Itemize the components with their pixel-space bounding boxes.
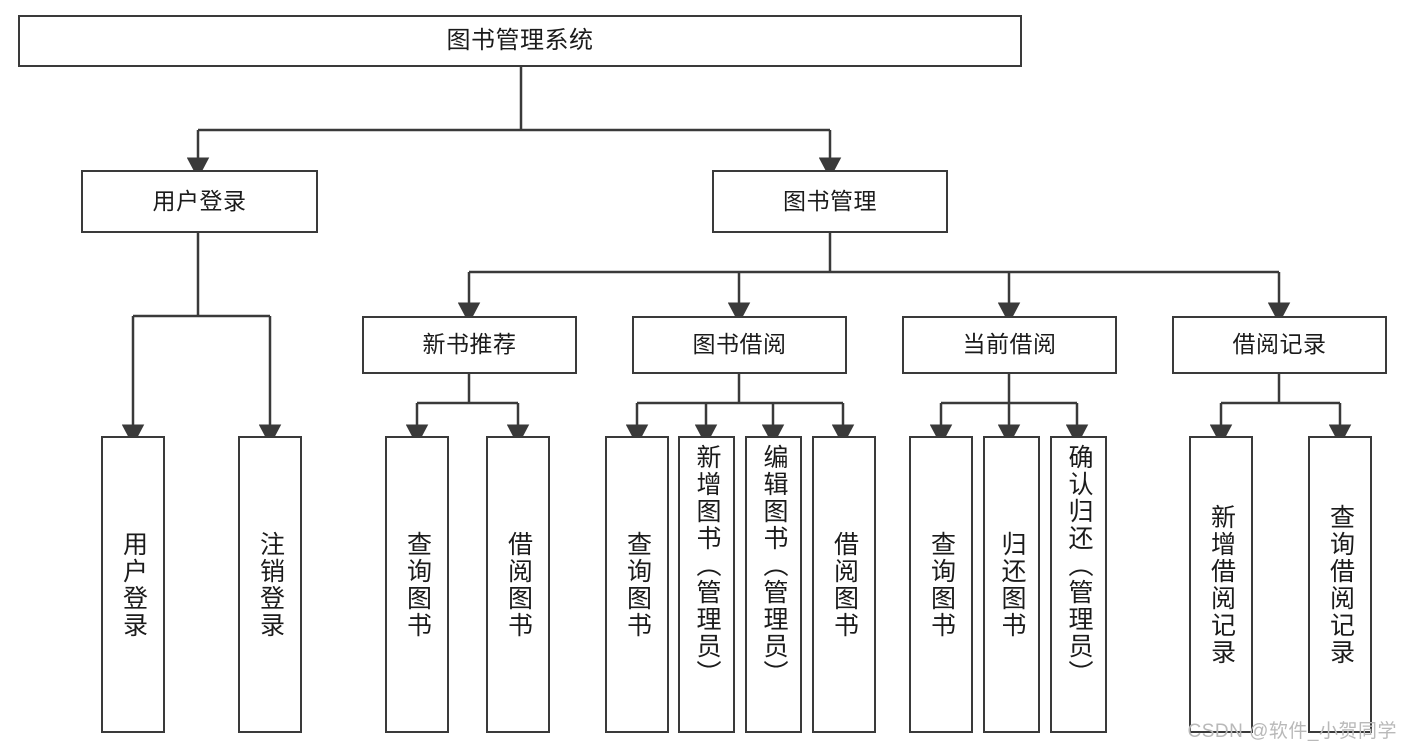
csdn-watermark: CSDN @软件_小贺同学 bbox=[1187, 721, 1397, 742]
node-book-borrow-label: 图书借阅 bbox=[692, 331, 787, 358]
node-user-login[interactable]: 用户登录 bbox=[81, 170, 318, 233]
leaf-add-borrow-record-label: 新增借阅记录 bbox=[1207, 503, 1236, 666]
leaf-edit-book-admin-label: 编辑图书（管理员） bbox=[760, 444, 788, 687]
node-current-borrow-label: 当前借阅 bbox=[962, 331, 1057, 358]
leaf-borrow-book-borrow[interactable]: 借阅图书 bbox=[812, 436, 876, 733]
leaf-query-book-borrow[interactable]: 查询图书 bbox=[605, 436, 669, 733]
leaf-query-book-borrow-label: 查询图书 bbox=[623, 530, 652, 639]
leaf-confirm-return-admin[interactable]: 确认归还（管理员） bbox=[1050, 436, 1107, 733]
leaf-add-borrow-record[interactable]: 新增借阅记录 bbox=[1189, 436, 1253, 733]
node-borrow-records-label: 借阅记录 bbox=[1232, 331, 1327, 358]
leaf-add-book-admin-label: 新增图书（管理员） bbox=[693, 444, 721, 687]
node-book-management[interactable]: 图书管理 bbox=[712, 170, 948, 233]
leaf-query-book-newbook[interactable]: 查询图书 bbox=[385, 436, 449, 733]
node-new-book-recommend[interactable]: 新书推荐 bbox=[362, 316, 577, 374]
leaf-query-book-current[interactable]: 查询图书 bbox=[909, 436, 973, 733]
node-new-book-recommend-label: 新书推荐 bbox=[422, 331, 517, 358]
node-borrow-records[interactable]: 借阅记录 bbox=[1172, 316, 1387, 374]
leaf-query-book-newbook-label: 查询图书 bbox=[403, 530, 432, 639]
leaf-edit-book-admin[interactable]: 编辑图书（管理员） bbox=[745, 436, 802, 733]
leaf-query-borrow-record-label: 查询借阅记录 bbox=[1326, 503, 1355, 666]
leaf-logout-label: 注销登录 bbox=[256, 530, 285, 639]
leaf-return-book-label: 归还图书 bbox=[998, 530, 1026, 639]
leaf-logout[interactable]: 注销登录 bbox=[238, 436, 302, 733]
leaf-query-borrow-record[interactable]: 查询借阅记录 bbox=[1308, 436, 1372, 733]
leaf-query-book-current-label: 查询图书 bbox=[927, 530, 956, 639]
node-book-management-label: 图书管理 bbox=[783, 187, 877, 214]
leaf-user-login-label: 用户登录 bbox=[119, 530, 148, 639]
leaf-borrow-book-newbook-label: 借阅图书 bbox=[504, 530, 533, 639]
leaf-borrow-book-newbook[interactable]: 借阅图书 bbox=[486, 436, 550, 733]
node-user-login-label: 用户登录 bbox=[152, 187, 247, 214]
leaf-return-book[interactable]: 归还图书 bbox=[983, 436, 1040, 733]
leaf-borrow-book-borrow-label: 借阅图书 bbox=[830, 530, 859, 639]
node-current-borrow[interactable]: 当前借阅 bbox=[902, 316, 1117, 374]
node-root-label: 图书管理系统 bbox=[446, 26, 594, 54]
node-book-borrow[interactable]: 图书借阅 bbox=[632, 316, 847, 374]
leaf-confirm-return-admin-label: 确认归还（管理员） bbox=[1065, 444, 1093, 687]
node-root[interactable]: 图书管理系统 bbox=[18, 15, 1022, 67]
leaf-add-book-admin[interactable]: 新增图书（管理员） bbox=[678, 436, 735, 733]
leaf-user-login[interactable]: 用户登录 bbox=[101, 436, 165, 733]
